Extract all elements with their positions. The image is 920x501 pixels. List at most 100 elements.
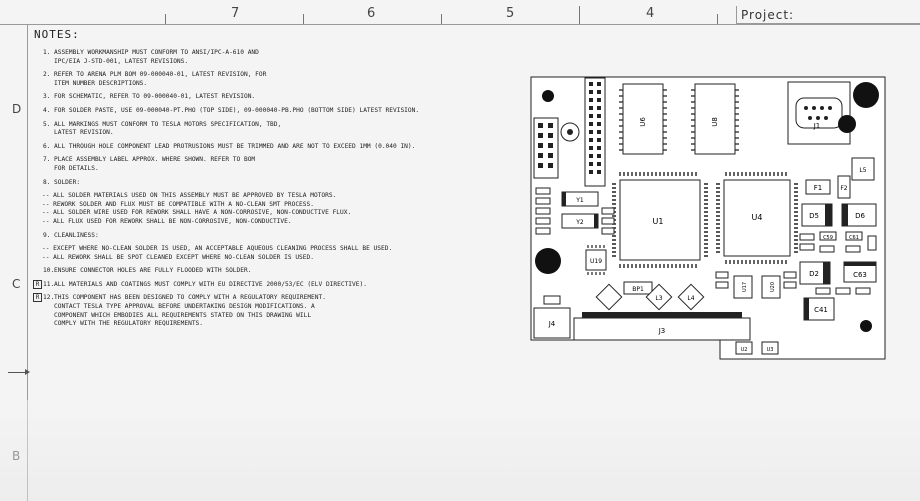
column-number: 6 (367, 6, 376, 21)
label-c63: C63 (853, 271, 867, 279)
note-text: FOR SCHEMATIC, REFER TO 09-000040-01, LA… (54, 93, 256, 101)
note-number: 12. (43, 294, 55, 302)
ruler-tick (717, 14, 718, 24)
note-item: 9.CLEANLINESS: (34, 232, 514, 241)
label-u2: U2 (741, 347, 748, 353)
regulatory-box: R (33, 293, 42, 303)
side-connector (533, 117, 559, 179)
chip-u2 (735, 341, 753, 355)
note-number: 2. (43, 71, 51, 79)
ruler-tick (441, 14, 442, 24)
note-text: THIS COMPONENT HAS BEEN DESIGNED TO COMP… (54, 294, 326, 328)
note-text: CLEANLINESS: (54, 231, 99, 239)
label-l4: L4 (687, 295, 694, 302)
label-l5: L5 (859, 167, 866, 174)
note-item: 5.ALL MARKINGS MUST CONFORM TO TESLA MOT… (34, 121, 514, 138)
label-u17: U17 (742, 282, 748, 292)
note-text: REFER TO ARENA PLM BOM 09-000040-01, LAT… (54, 71, 267, 87)
title-block-project: Project: (736, 6, 920, 24)
label-j4: J4 (548, 320, 556, 328)
note-number: 7. (43, 156, 51, 164)
column-number: 5 (506, 6, 515, 21)
label-u20: U20 (770, 282, 776, 292)
chip-u19 (585, 249, 607, 271)
chip-u20 (761, 275, 781, 299)
inductor-l5 (851, 157, 875, 181)
label-u6: U6 (639, 117, 647, 127)
note-text: ENSURE CONNECTOR HOLES ARE FULLY FLOODED… (54, 267, 252, 275)
label-j3: J3 (658, 327, 666, 335)
note-text: ALL MATERIALS AND COATINGS MUST COMPLY W… (54, 280, 367, 288)
connector-j4 (533, 307, 571, 339)
notes-list: 1.ASSEMBLY WORKMANSHIP MUST CONFORM TO A… (33, 49, 514, 329)
label-u8: U8 (711, 117, 719, 127)
project-label: Project: (741, 8, 795, 22)
chip-u4 (723, 179, 791, 257)
note-text: FOR SOLDER PASTE, USE 09-000040-PT.PHO (… (54, 106, 420, 114)
u4-leads-left (716, 183, 720, 253)
ruler-tick (579, 6, 580, 24)
column-number: 4 (646, 6, 655, 21)
note-number: 9. (43, 231, 51, 239)
label-u3: U3 (767, 347, 774, 353)
u4-leads-right (794, 183, 798, 253)
page-shade (0, 400, 920, 501)
label-f1: F1 (814, 184, 822, 192)
note-text: -- ALL SOLDER MATERIALS USED ON THIS ASS… (42, 192, 352, 225)
row-letter: C (12, 277, 21, 291)
note-item: 6.ALL THROUGH HOLE COMPONENT LEAD PROTRU… (34, 143, 514, 152)
u4-leads-bottom (725, 260, 787, 264)
chip-u3 (761, 341, 779, 355)
label-d5: D5 (809, 212, 819, 220)
note-number: 1. (43, 49, 51, 56)
zone-arrow (8, 369, 30, 375)
ruler-tick (165, 14, 166, 24)
note-text: ALL THROUGH HOLE COMPONENT LEAD PROTRUSI… (54, 142, 416, 150)
label-u1: U1 (653, 217, 664, 226)
u4-leads-top (725, 172, 787, 176)
label-bp1: BP1 (632, 286, 644, 293)
row-letter: B (12, 449, 21, 463)
column-ruler: 7 6 5 4 (0, 0, 920, 25)
label-y2: Y2 (575, 219, 584, 226)
note-text: ASSEMBLY WORKMANSHIP MUST CONFORM TO ANS… (54, 49, 259, 65)
label-c59: C59 (823, 235, 833, 241)
label-f2: F2 (840, 185, 847, 192)
regulatory-box: R (33, 279, 42, 289)
note-text: ALL MARKINGS MUST CONFORM TO TESLA MOTOR… (54, 120, 282, 137)
notes-title: NOTES: (34, 28, 80, 41)
mounting-hole (853, 82, 879, 108)
fuse-f2 (837, 175, 851, 199)
chip-u8 (694, 83, 736, 155)
note-item: 2.REFER TO ARENA PLM BOM 09-000040-01, L… (34, 71, 514, 88)
label-c41: C41 (814, 306, 828, 314)
inductor-l3 (645, 283, 673, 311)
chip-u6 (622, 83, 664, 155)
note-text: SOLDER: (54, 178, 81, 186)
note-item: -- EXCEPT WHERE NO-CLEAN SOLDER IS USED,… (34, 245, 514, 262)
label-c61: C61 (849, 235, 859, 241)
buzzer-bp1 (623, 281, 653, 295)
note-item: 7.PLACE ASSEMBLY LABEL APPROX. WHERE SHO… (34, 156, 514, 173)
note-number: 3. (43, 93, 51, 101)
note-number: 6. (43, 142, 51, 150)
note-item: -- ALL SOLDER MATERIALS USED ON THIS ASS… (34, 192, 514, 226)
notes-block: NOTES: 1.ASSEMBLY WORKMANSHIP MUST CONFO… (33, 28, 514, 334)
label-d2: D2 (809, 270, 819, 278)
mounting-hole (542, 90, 554, 102)
side-connector-pins (538, 123, 553, 168)
note-text: -- EXCEPT WHERE NO-CLEAN SOLDER IS USED,… (42, 245, 393, 261)
chip-u1 (619, 179, 701, 261)
label-u19: U19 (590, 258, 602, 265)
chip-leads (619, 89, 739, 151)
label-u4: U4 (752, 213, 763, 222)
note-item: 4.FOR SOLDER PASTE, USE 09-000040-PT.PHO… (34, 107, 514, 116)
j1-pins (804, 106, 832, 120)
label-d6: D6 (855, 212, 865, 220)
label-y1: Y1 (575, 197, 584, 204)
note-number: 8. (43, 178, 51, 186)
label-j1: J1 (813, 122, 821, 130)
u1-leads-bottom (619, 264, 697, 268)
